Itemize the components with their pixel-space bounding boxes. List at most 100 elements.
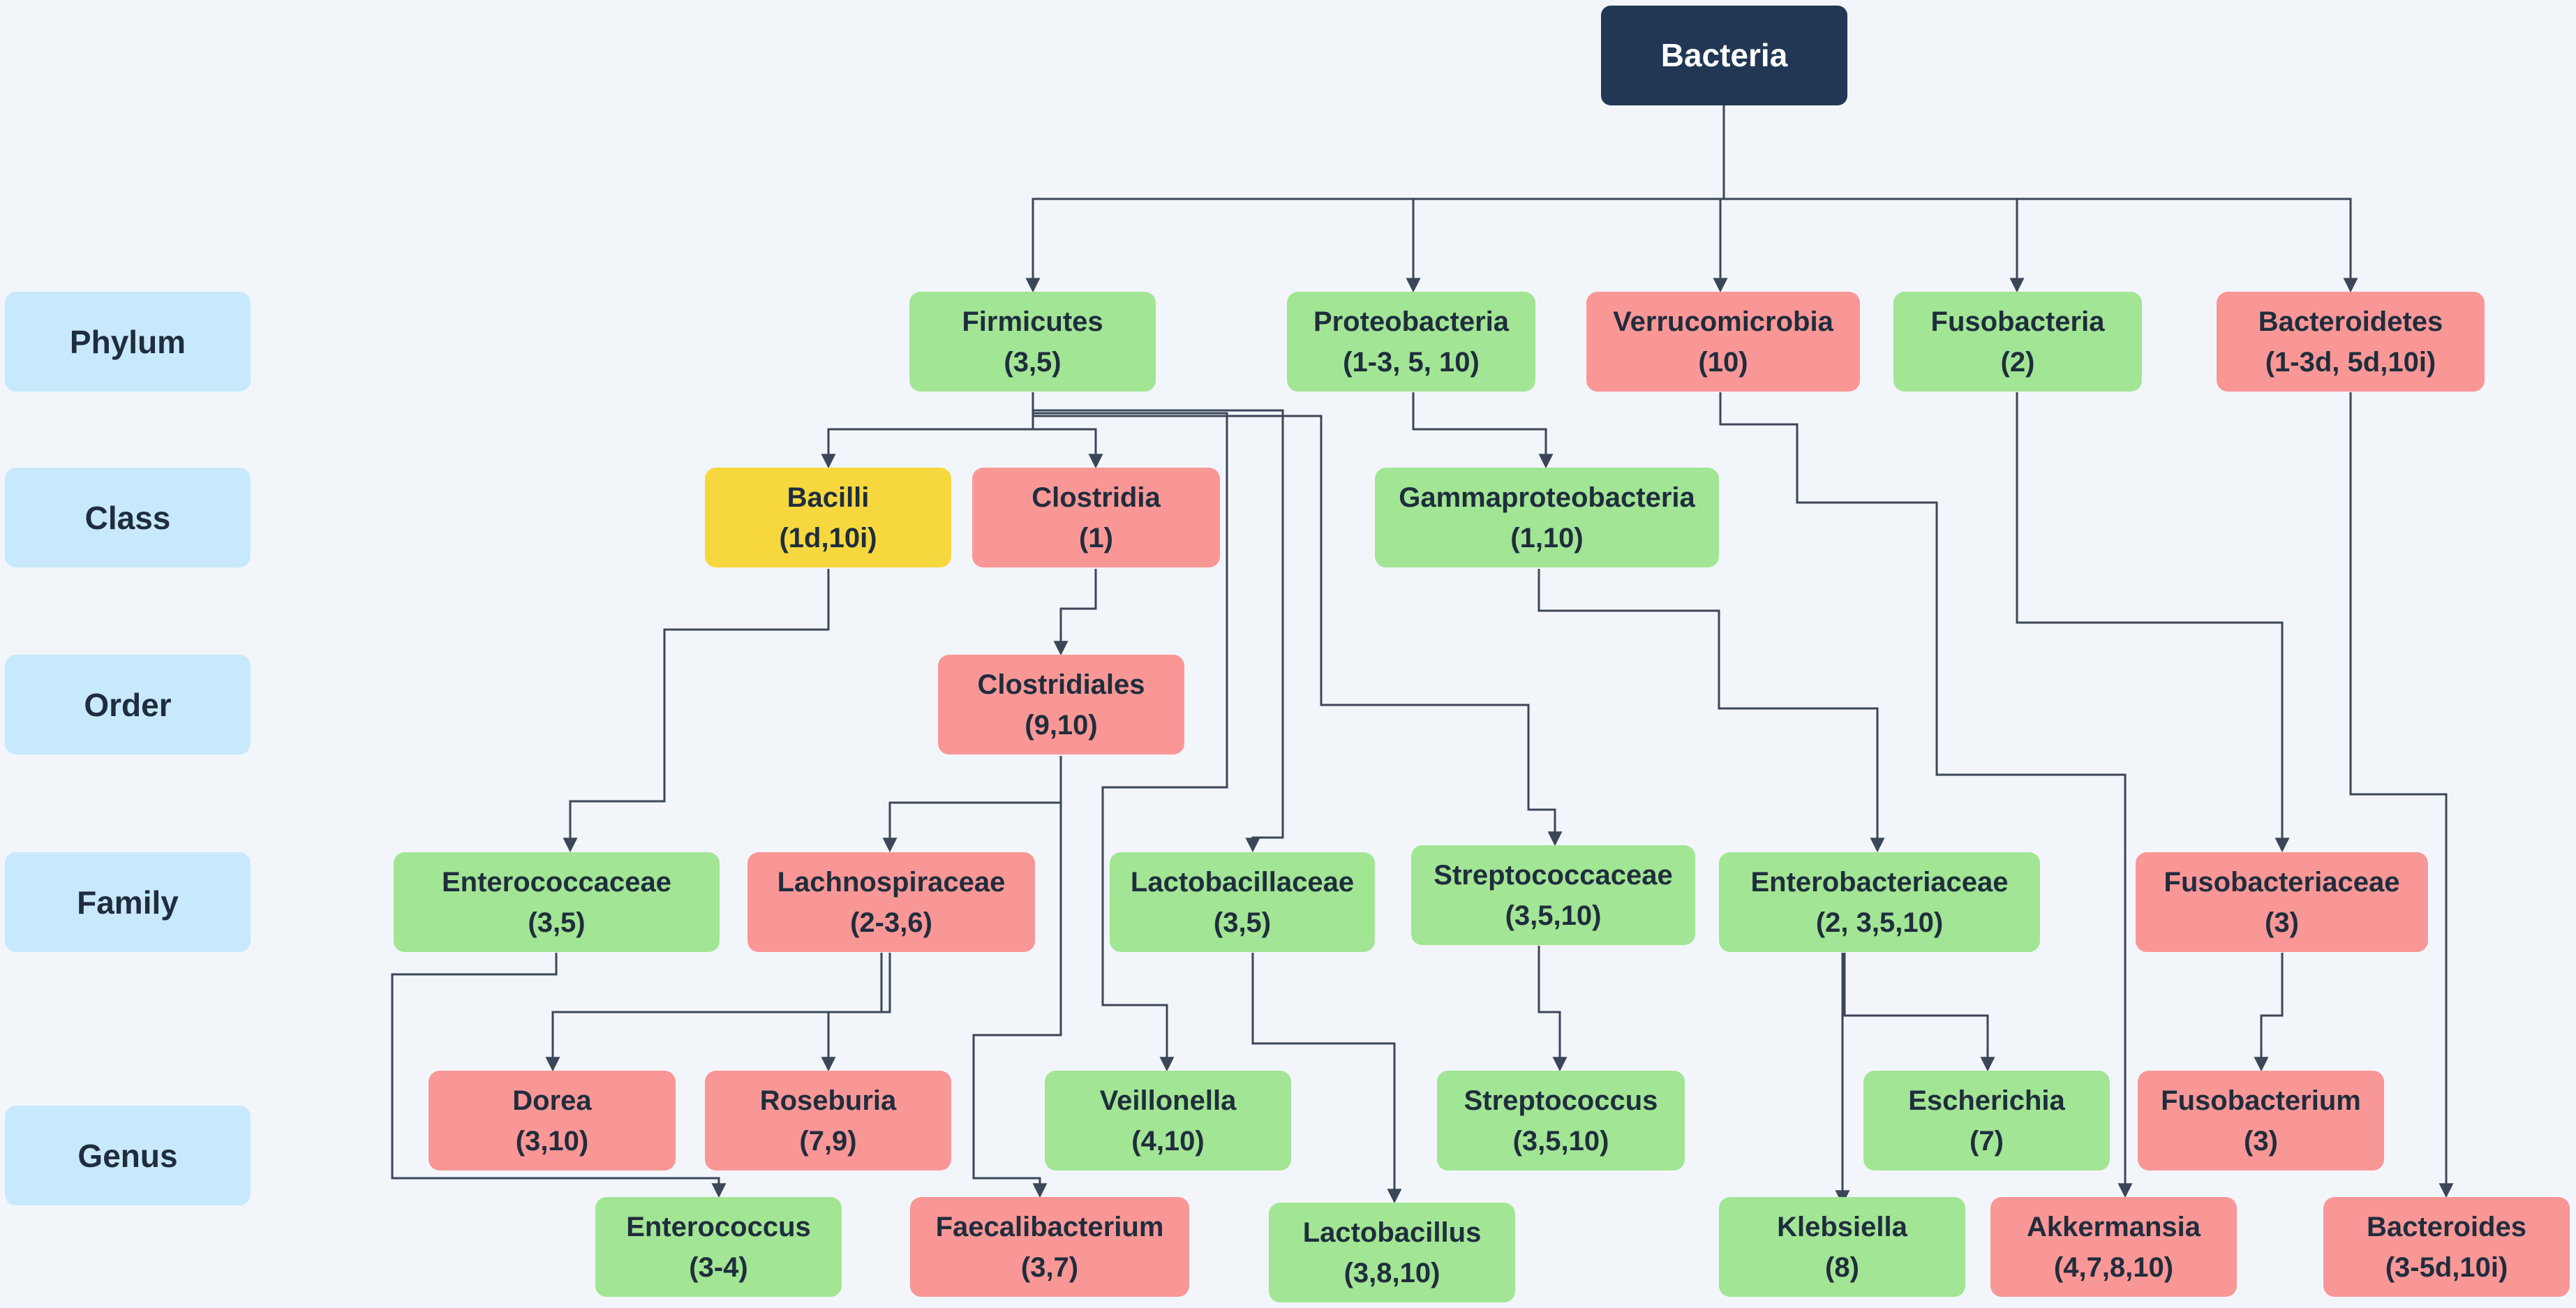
node-name: Gammaproteobacteria: [1399, 482, 1695, 513]
node-gammaproteobacteria: Gammaproteobacteria (1,10): [1375, 468, 1719, 567]
edge-gammaproteobacteria-enterobacteriaceae: [1538, 569, 1885, 853]
node-enterococcus: Enterococcus (3-4): [595, 1197, 842, 1297]
node-name: Fusobacteriaceae: [2164, 866, 2400, 898]
edge-clostridiales-lachnospiraceae: [882, 756, 1062, 853]
node-refs: (1d,10i): [779, 522, 877, 553]
node-refs: (7,9): [799, 1125, 857, 1157]
node-name: Streptococcaceae: [1434, 859, 1673, 891]
node-name: Lactobacillus: [1302, 1217, 1482, 1248]
node-name: Faecalibacterium: [935, 1211, 1164, 1242]
node-bacteroidetes: Bacteroidetes (1-3d, 5d,10i): [2217, 292, 2485, 392]
node-refs: (7): [1970, 1125, 2004, 1157]
node-fusobacterium: Fusobacterium (3): [2138, 1071, 2384, 1170]
edge-clostridiales-faecalibacterium: [972, 756, 1062, 1198]
node-refs: (3,10): [515, 1125, 589, 1157]
node-refs: (3,5): [528, 907, 586, 938]
node-refs: (4,7,8,10): [2053, 1251, 2174, 1283]
rank-label-order: Order: [5, 655, 251, 755]
node-refs: (3-4): [689, 1251, 748, 1283]
node-bacteria: Bacteria: [1601, 6, 1847, 105]
node-refs: (2-3,6): [850, 907, 932, 938]
edge-bacteria-proteobacteria: [1406, 105, 1725, 293]
node-lactobacillaceae: Lactobacillaceae (3,5): [1110, 852, 1375, 952]
edge-firmicutes-lactobacillaceae: [1032, 392, 1284, 853]
node-refs: (1-3, 5, 10): [1343, 346, 1480, 378]
node-refs: (3): [2244, 1125, 2278, 1157]
edge-streptococcaceae-streptococcus: [1538, 946, 1568, 1072]
node-name: Klebsiella: [1777, 1211, 1907, 1242]
node-streptococcaceae: Streptococcaceae (3,5,10): [1411, 845, 1695, 945]
node-name: Fusobacteria: [1930, 306, 2105, 337]
node-proteobacteria: Proteobacteria (1-3, 5, 10): [1287, 292, 1535, 392]
node-refs: (9,10): [1025, 709, 1098, 741]
node-refs: (3-5d,10i): [2385, 1251, 2508, 1283]
edge-clostridia-clostridiales: [1053, 569, 1097, 656]
node-name: Enterococcus: [626, 1211, 811, 1242]
edge-enterococcaceae-enterococcus: [391, 953, 727, 1198]
rank-label-family: Family: [5, 852, 251, 952]
node-refs: (3,5,10): [1505, 900, 1602, 931]
edge-firmicutes-streptococcaceae: [1032, 392, 1563, 847]
node-verrucomicrobia: Verrucomicrobia (10): [1586, 292, 1860, 392]
edge-enterobacteriaceae-escherichia: [1843, 953, 1995, 1072]
rank-label-phylum: Phylum: [5, 292, 251, 392]
edge-verrucomicrobia-akkermansia: [1719, 392, 2133, 1198]
node-roseburia: Roseburia (7,9): [705, 1071, 951, 1170]
node-name: Clostridiales: [977, 669, 1145, 700]
node-name: Proteobacteria: [1313, 306, 1510, 337]
node-name: Lachnospiraceae: [777, 866, 1006, 898]
node-faecalibacterium: Faecalibacterium (3,7): [910, 1197, 1189, 1297]
node-name: Fusobacterium: [2161, 1085, 2361, 1116]
node-refs: (1): [1079, 522, 1113, 553]
node-refs: (3,5): [1004, 346, 1062, 378]
node-veillonella: Veillonella (4,10): [1045, 1071, 1291, 1170]
node-enterobacteriaceae: Enterobacteriaceae (2, 3,5,10): [1719, 852, 2040, 952]
node-firmicutes: Firmicutes (3,5): [909, 292, 1156, 392]
edge-fusobacteriaceae-fusobacterium: [2254, 953, 2284, 1072]
node-lactobacillus: Lactobacillus (3,8,10): [1269, 1203, 1515, 1302]
node-name: Bacteroides: [2367, 1211, 2526, 1242]
node-refs: (3): [2265, 907, 2299, 938]
edge-lactobacillaceae-lactobacillus: [1251, 953, 1402, 1204]
node-name: Bacteria: [1660, 37, 1788, 74]
node-fusobacteriaceae: Fusobacteriaceae (3): [2136, 852, 2428, 952]
node-refs: (10): [1698, 346, 1748, 378]
node-dorea: Dorea (3,10): [429, 1071, 676, 1170]
node-name: Lactobacillaceae: [1130, 866, 1355, 898]
node-akkermansia: Akkermansia (4,7,8,10): [1990, 1197, 2237, 1297]
node-refs: (2): [2000, 346, 2035, 378]
node-refs: (4,10): [1131, 1125, 1205, 1157]
node-enterococcaceae: Enterococcaceae (3,5): [394, 852, 720, 952]
node-refs: (3,7): [1020, 1251, 1079, 1283]
node-name: Roseburia: [759, 1085, 897, 1116]
node-name: Bacilli: [787, 482, 870, 513]
rank-label-class: Class: [5, 468, 251, 567]
node-name: Akkermansia: [2026, 1211, 2201, 1242]
node-name: Enterobacteriaceae: [1750, 866, 2009, 898]
edge-bacilli-enterococcaceae: [563, 569, 830, 853]
edge-proteobacteria-gammaproteobacteria: [1412, 392, 1554, 469]
node-klebsiella: Klebsiella (8): [1719, 1197, 1965, 1297]
node-lachnospiraceae: Lachnospiraceae (2-3,6): [747, 852, 1035, 952]
rank-label-genus: Genus: [5, 1106, 251, 1205]
node-refs: (3,8,10): [1343, 1257, 1440, 1288]
node-name: Escherichia: [1908, 1085, 2065, 1116]
edge-bacteria-firmicutes: [1025, 105, 1725, 293]
node-name: Bacteroidetes: [2258, 306, 2443, 337]
edge-bacteroidetes-bacteroides: [2349, 392, 2454, 1198]
node-refs: (8): [1825, 1251, 1859, 1283]
node-escherichia: Escherichia (7): [1863, 1071, 2110, 1170]
node-refs: (3,5,10): [1512, 1125, 1609, 1157]
node-bacteroides: Bacteroides (3-5d,10i): [2323, 1197, 2570, 1297]
node-name: Firmicutes: [962, 306, 1103, 337]
edge-bacteria-fusobacteria: [1722, 105, 2025, 293]
node-fusobacteria: Fusobacteria (2): [1893, 292, 2142, 392]
node-bacilli: Bacilli (1d,10i): [705, 468, 951, 567]
node-refs: (1,10): [1510, 522, 1584, 553]
edge-firmicutes-clostridia: [1032, 392, 1103, 469]
node-name: Clostridia: [1032, 482, 1161, 513]
node-name: Enterococcaceae: [441, 866, 672, 898]
edge-firmicutes-veillonella: [1032, 392, 1228, 1072]
edge-bacteria-bacteroidetes: [1722, 105, 2358, 293]
